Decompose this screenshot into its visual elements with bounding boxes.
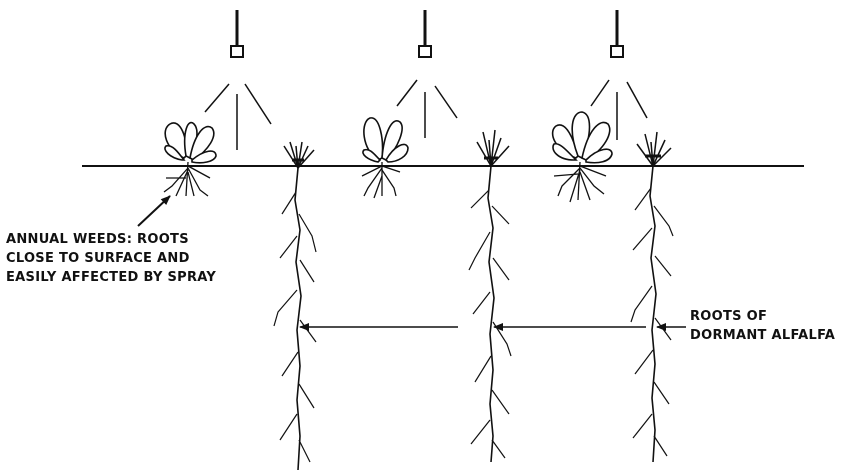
annual-weeds-label-line-1: ANNUAL WEEDS: ROOTS: [6, 230, 216, 249]
alfalfa-crown-3: [637, 132, 671, 166]
spray-nozzle-2: [397, 10, 457, 138]
weed-roots-1: [164, 162, 210, 196]
spray-nozzle-1: [205, 10, 271, 150]
annual-weeds-label-line-2: CLOSE TO SURFACE AND: [6, 249, 216, 268]
weed-roots-2: [362, 162, 400, 198]
dormant-alfalfa-2: [469, 130, 511, 462]
alfalfa-taproot-3: [650, 166, 656, 462]
dormant-alfalfa-label-line-1: ROOTS OF: [690, 307, 835, 326]
dormant-alfalfa-1: [274, 142, 316, 470]
dormant-alfalfa-label: ROOTS OF DORMANT ALFALFA: [690, 307, 835, 345]
alfalfa-taproot-2: [488, 166, 494, 462]
annual-weed-3: [553, 112, 612, 202]
alfalfa-side-roots-2: [469, 190, 511, 458]
alfalfa-crown-2: [477, 130, 509, 166]
alfalfa-taproot-1: [295, 168, 301, 470]
annual-weed-1: [164, 123, 216, 196]
spray-pattern-1: [205, 84, 271, 150]
spray-nozzle-3: [591, 10, 647, 140]
annual-weeds-label-line-3: EASILY AFFECTED BY SPRAY: [6, 268, 216, 287]
annual-weeds-label: ANNUAL WEEDS: ROOTS CLOSE TO SURFACE AND…: [6, 230, 216, 287]
spray-pattern-2: [397, 80, 457, 138]
dormant-alfalfa-label-line-2: DORMANT ALFALFA: [690, 326, 835, 345]
weeds-pointer-arrow: [138, 196, 170, 226]
alfalfa-side-roots-3: [631, 188, 673, 456]
alfalfa-crown-1: [284, 142, 314, 168]
dormant-alfalfa-3: [631, 132, 673, 462]
annual-weed-2: [362, 118, 408, 198]
weed-roots-3: [554, 162, 606, 202]
